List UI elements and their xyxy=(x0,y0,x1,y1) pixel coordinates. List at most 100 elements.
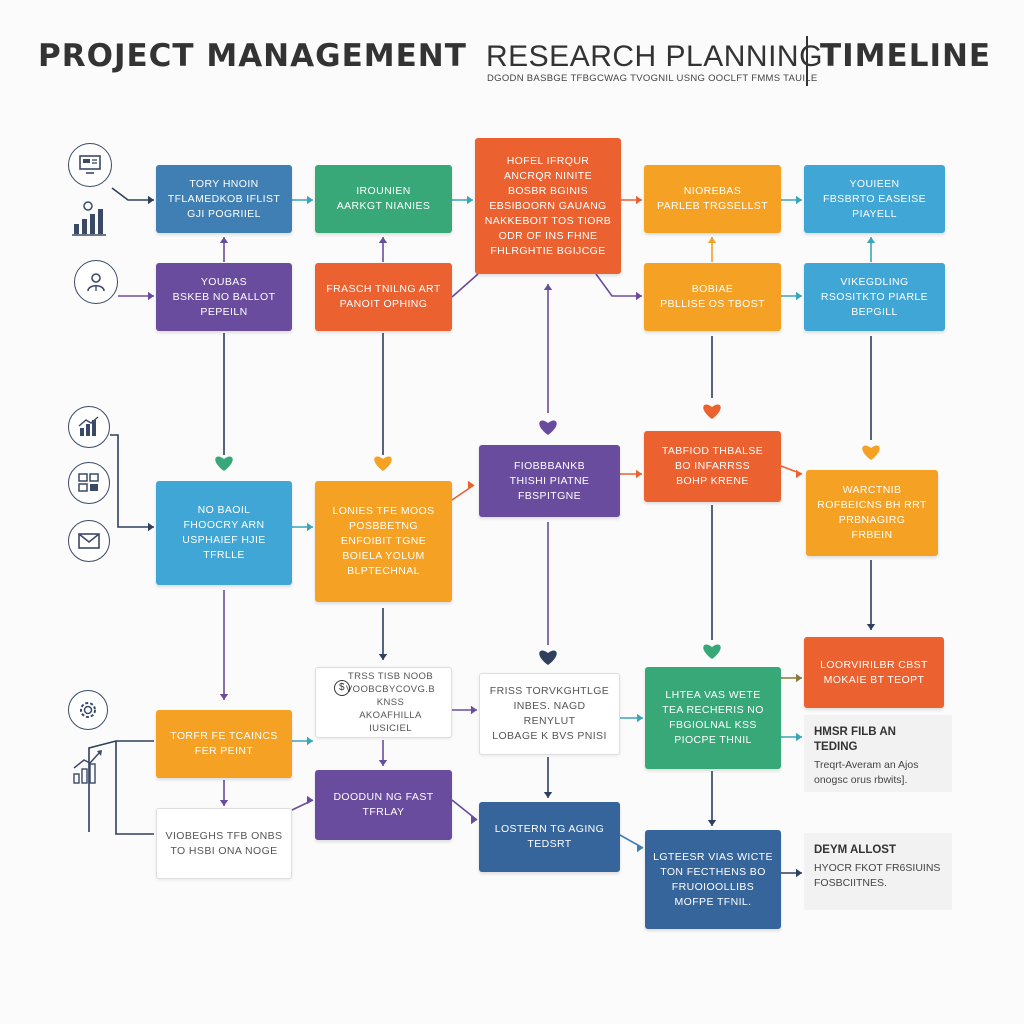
arrow-head-9 xyxy=(796,195,802,205)
arrow-head-24 xyxy=(866,237,876,243)
arrow-head-20 xyxy=(707,237,717,243)
box-12-line-3: FBSPITGNE xyxy=(517,489,582,502)
page-title: PROJECT MANAGEMENT xyxy=(38,38,467,74)
box-7-line-1: FRASCH TNILNG ART xyxy=(326,283,441,295)
box-17-line-3: FBGIOLNAL KSS xyxy=(669,719,757,731)
box-11-line-1: LONIES TFE MOOS xyxy=(332,505,435,517)
box-12-line-2: THISHI PIATNE xyxy=(509,474,590,487)
box-21-line-2: TO HSBI ONA NOGE xyxy=(170,844,278,857)
box-6-line-3: PEPEILN xyxy=(200,305,248,318)
arrow-head-77 xyxy=(543,792,553,798)
box-23-line-1: LGTEESR VIAS WICTE xyxy=(653,850,773,863)
box-3-line-4: EBSIBOORN GAUANG xyxy=(489,199,607,212)
arrow-head-13 xyxy=(219,237,229,243)
box-23-line-3: FRUOIOOLLIBS xyxy=(671,880,755,893)
arrow-head-59 xyxy=(307,736,313,746)
arrow-head-83 xyxy=(796,868,802,878)
box-11-line-4: BOIELA YOLUM xyxy=(342,550,425,562)
box-19-line-2: FER PEINT xyxy=(194,745,254,757)
title-divider xyxy=(806,36,808,86)
arrow-head-61 xyxy=(471,705,477,715)
page-subtitle: DGODN BASBGE TFBGCWAG TVOGNIL USNG OOCLF… xyxy=(487,73,818,84)
box-1-line-1: TORY HNOIN xyxy=(189,177,259,190)
envelope-icon xyxy=(68,520,110,562)
box-16-line-1: FRISS TORVKGHTLGE xyxy=(489,685,610,697)
drop-marker-28 xyxy=(374,456,392,471)
dollar-coin-icon: $ xyxy=(334,680,350,696)
arrow-head-47 xyxy=(219,694,229,700)
connector-line-72 xyxy=(291,799,314,811)
box-10-line-3: USPHAIEF HJIE xyxy=(182,534,266,546)
box-17-line-1: LHTEA VAS WETE xyxy=(665,689,761,701)
box-15-line-1: TRSS TISB NOOB xyxy=(347,671,434,682)
arrow-head-15 xyxy=(378,237,388,243)
drop-marker-51 xyxy=(539,650,557,665)
arrow-head-79 xyxy=(637,843,643,853)
box-5-line-1: YOUIEEN xyxy=(849,177,900,190)
process-box-12[interactable]: FIOBBBANKB THISHI PIATNE FBSPITGNE xyxy=(479,445,620,517)
arrow-head-49 xyxy=(378,654,388,660)
box-3-line-7: FHLRGHTIE BGIJCGE xyxy=(490,244,606,257)
box-14-line-1: WARCTNIB xyxy=(842,484,902,496)
box-2-line-2: AARKGT NIANIES xyxy=(336,200,431,212)
drop-marker-35 xyxy=(862,445,880,460)
connector-line-78 xyxy=(619,834,644,849)
box-3-line-1: HOFEL IFRQUR xyxy=(506,154,590,167)
box-10-line-2: FHOOCRY ARN xyxy=(183,519,265,531)
arrow-head-63 xyxy=(637,713,643,723)
note-1-title: HMSR FILB AN TEDING xyxy=(814,726,896,753)
box-6-line-1: YOUBAS xyxy=(200,275,248,288)
grid-dashboard-icon xyxy=(68,462,110,504)
box-20-line-1: DOODUN NG FAST xyxy=(333,791,434,803)
box-12-line-1: FIOBBBANKB xyxy=(513,459,586,472)
drop-marker-53 xyxy=(703,644,721,659)
box-9-line-2: RSOSITKTO PIARLE xyxy=(820,290,929,303)
box-8-line-1: BOBIAE xyxy=(691,283,734,295)
box-7-line-2: PANOIT OPHING xyxy=(339,298,428,310)
arrow-head-37 xyxy=(148,522,154,532)
process-box-7[interactable]: FRASCH TNILNG ART PANOIT OPHING xyxy=(315,263,452,331)
box-11-line-3: ENFOIBIT TGNE xyxy=(340,535,427,547)
note-2-title: DEYM ALLOST xyxy=(814,844,896,856)
arrow-head-45 xyxy=(796,469,802,479)
arrow-head-81 xyxy=(707,820,717,826)
process-box-21[interactable]: VIOBEGHS TFB ONBS TO HSBI ONA NOGE xyxy=(156,808,292,879)
note-2-line-2: FOSBCIITNES. xyxy=(814,877,887,889)
box-13-line-2: BO INFARRSS xyxy=(675,460,750,472)
box-11-line-5: BLPTECHNAL xyxy=(347,565,420,577)
box-3-line-2: ANCRQR NINITE xyxy=(503,169,593,182)
note-2-line-1: HYOCR FKOT FR6SIUINS xyxy=(814,862,941,874)
box-13-line-1: TABFIOD THBALSE xyxy=(661,445,764,457)
box-14-line-2: ROFBEICNS BH RRT xyxy=(817,499,927,511)
connector-line-0 xyxy=(111,187,154,201)
arrow-head-30 xyxy=(543,284,553,290)
monitor-icon xyxy=(68,143,112,187)
box-11-line-2: POSBBETNG xyxy=(349,520,418,532)
box-17-line-4: PIOCPE THNIL xyxy=(674,734,752,746)
process-box-11[interactable]: LONIES TFE MOOS POSBBETNG ENFOIBIT TGNE BOI… xyxy=(315,481,452,602)
page-title-secondary: RESEARCH PLANNING xyxy=(486,40,823,73)
box-3-line-5: NAKKEBOIT TOS TIORB xyxy=(484,214,612,227)
box-21-line-1: VIOBEGHS TFB ONBS xyxy=(165,829,283,842)
note-1-line-2: onogsc orus rbwits]. xyxy=(814,774,908,786)
arrow-head-41 xyxy=(468,480,474,490)
